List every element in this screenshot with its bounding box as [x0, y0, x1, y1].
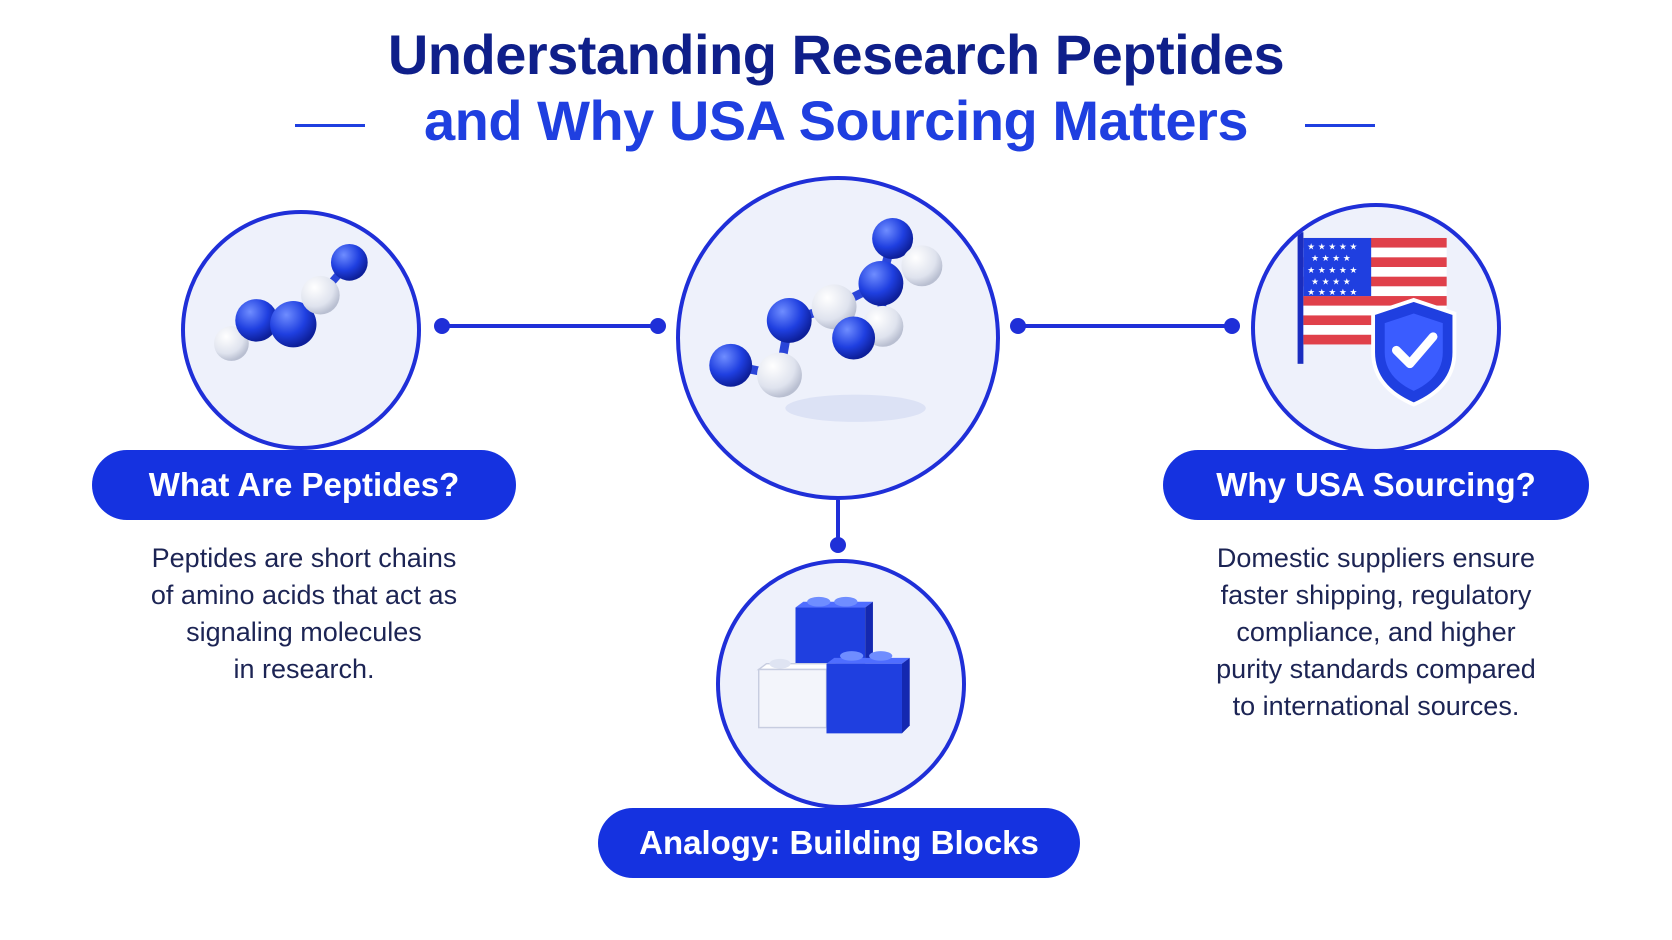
svg-text:★ ★ ★ ★ ★: ★ ★ ★ ★ ★ [1307, 288, 1357, 298]
molecule-model-icon [709, 218, 943, 422]
description-line: in research. [233, 654, 375, 684]
description-line: compliance, and higher [1236, 617, 1516, 647]
label-analogy-building-blocks: Analogy: Building Blocks [598, 808, 1080, 878]
connector-dot [434, 318, 450, 334]
title-line-2: and Why USA Sourcing Matters [423, 89, 1249, 152]
peptide-chain-icon [214, 243, 368, 361]
usa-flag-shield-icon: ★ ★ ★ ★ ★ ★ ★ ★ ★ ★ ★ ★ ★ ★ ★ ★ ★ ★ ★ ★ … [1297, 232, 1457, 407]
title-dash-right [1305, 124, 1375, 127]
description-why-usa-sourcing: Domestic suppliers ensure faster shippin… [1156, 540, 1596, 725]
circle-usa-sourcing: ★ ★ ★ ★ ★ ★ ★ ★ ★ ★ ★ ★ ★ ★ ★ ★ ★ ★ ★ ★ … [1251, 203, 1501, 453]
label-why-usa-sourcing: Why USA Sourcing? [1163, 450, 1589, 520]
building-blocks-icon [756, 596, 910, 734]
block-white [756, 658, 837, 729]
connector-dot [1010, 318, 1026, 334]
svg-text:★ ★ ★ ★ ★: ★ ★ ★ ★ ★ [1307, 243, 1357, 253]
description-line: to international sources. [1232, 691, 1520, 721]
svg-text:★ ★ ★ ★: ★ ★ ★ ★ [1311, 254, 1351, 264]
title-line-2-row: and Why USA Sourcing Matters [0, 88, 1672, 158]
connector-dot [650, 318, 666, 334]
description-line: faster shipping, regulatory [1220, 580, 1532, 610]
circle-molecule [676, 176, 1000, 500]
circle-what-are-peptides [181, 210, 421, 450]
description-what-are-peptides: Peptides are short chains of amino acids… [106, 540, 502, 688]
description-line: signaling molecules [186, 617, 422, 647]
title-line-1: Understanding Research Peptides [387, 23, 1285, 86]
description-line: purity standards compared [1216, 654, 1536, 684]
svg-text:★ ★ ★ ★: ★ ★ ★ ★ [1311, 277, 1351, 287]
circle-building-blocks [716, 559, 966, 809]
check-icon [1391, 332, 1438, 369]
title-dash-left [295, 124, 365, 127]
connector-dot [1224, 318, 1240, 334]
block-top [795, 596, 873, 664]
label-what-are-peptides: What Are Peptides? [92, 450, 516, 520]
description-line: Domestic suppliers ensure [1216, 543, 1536, 573]
connector-dot [830, 537, 846, 553]
description-line: of amino acids that act as [150, 580, 458, 610]
svg-text:★ ★ ★ ★ ★: ★ ★ ★ ★ ★ [1307, 266, 1357, 276]
block-front [826, 651, 910, 734]
description-line: Peptides are short chains [151, 543, 457, 573]
